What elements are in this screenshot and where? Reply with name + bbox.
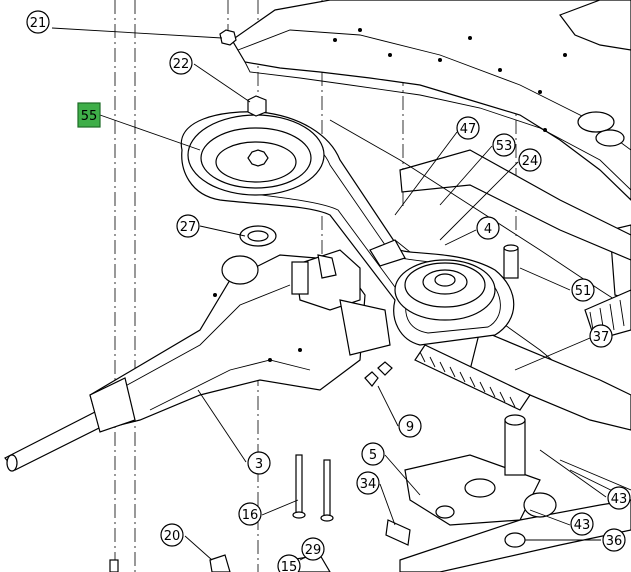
callout-20: 20	[160, 523, 184, 547]
svg-text:37: 37	[593, 330, 610, 345]
svg-text:53: 53	[496, 139, 513, 154]
clip-34	[385, 519, 411, 546]
svg-text:24: 24	[522, 154, 539, 169]
callout-16: 16	[238, 502, 262, 526]
callout-55-highlighted[interactable]: 55	[77, 102, 101, 128]
callout-22: 22	[169, 51, 193, 75]
idler-pulley	[369, 239, 496, 321]
svg-text:27: 27	[180, 220, 197, 235]
transmission-pulley	[187, 95, 325, 196]
svg-text:51: 51	[575, 284, 592, 299]
callout-3: 3	[247, 451, 271, 475]
callout-15: 15	[277, 554, 301, 572]
callout-5: 5	[361, 442, 385, 466]
svg-text:29: 29	[305, 543, 322, 558]
callout-36: 36	[602, 528, 626, 552]
nut-21	[219, 29, 237, 46]
callout-43-lower: 43	[570, 512, 594, 536]
bearing-27	[239, 225, 277, 247]
hardware-9	[364, 361, 393, 387]
svg-text:9: 9	[406, 420, 414, 435]
svg-text:5: 5	[369, 448, 377, 463]
svg-text:36: 36	[606, 534, 623, 549]
bracket-5	[404, 414, 541, 526]
callout-24: 24	[518, 148, 542, 172]
callouts: 21 22 55 47 53 24 27 4	[26, 10, 631, 572]
svg-text:15: 15	[281, 560, 298, 572]
callout-37: 37	[589, 324, 613, 348]
svg-text:43: 43	[574, 518, 591, 533]
svg-text:20: 20	[164, 529, 181, 544]
callout-4: 4	[476, 216, 500, 240]
callout-53: 53	[492, 133, 516, 157]
callout-9: 9	[398, 414, 422, 438]
svg-text:4: 4	[484, 222, 492, 237]
transaxle-housing	[89, 249, 391, 431]
svg-text:43: 43	[611, 492, 628, 507]
svg-text:16: 16	[242, 508, 259, 523]
callout-47: 47	[456, 116, 480, 140]
svg-text:22: 22	[173, 57, 190, 72]
svg-text:3: 3	[255, 457, 263, 472]
axle-shaft	[4, 377, 136, 472]
svg-text:47: 47	[460, 122, 477, 137]
callout-27: 27	[176, 214, 200, 238]
lower-assembly	[109, 492, 631, 572]
callout-21: 21	[26, 10, 50, 34]
mower-deck-frame	[231, 0, 631, 301]
callout-34: 34	[356, 471, 380, 495]
callout-43-upper: 43	[607, 486, 631, 510]
callout-29: 29	[301, 537, 325, 561]
svg-text:34: 34	[360, 477, 377, 492]
spacer-51	[503, 244, 519, 279]
bolts-16	[292, 454, 334, 522]
svg-text:21: 21	[30, 16, 47, 31]
svg-text:55: 55	[81, 109, 98, 124]
callout-51: 51	[571, 278, 595, 302]
frame-rails	[329, 119, 631, 501]
